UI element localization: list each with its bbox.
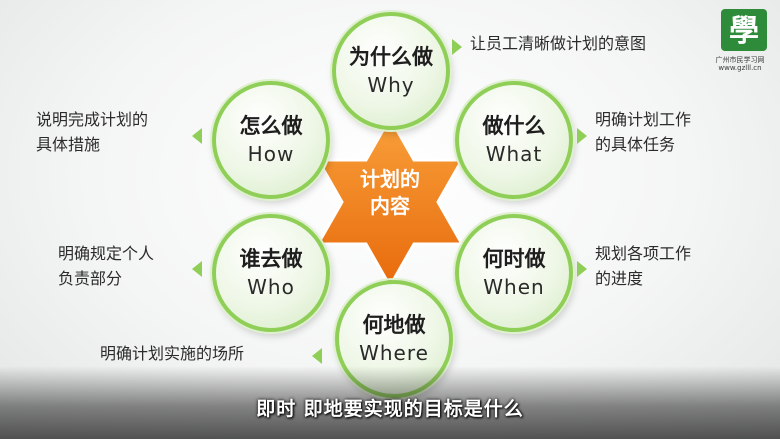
subtitle-overlay xyxy=(0,366,780,439)
logo-caption: 广州市民学习网 www.gzlll.cn xyxy=(700,56,780,73)
node-who-en: Who xyxy=(247,274,295,299)
node-who-cn: 谁去做 xyxy=(239,247,303,272)
node-what-cn: 做什么 xyxy=(482,114,546,139)
desc-line: 的进度 xyxy=(595,268,644,288)
desc-line: 明确计划实施的场所 xyxy=(100,344,245,363)
desc-line: 明确计划工作 xyxy=(595,110,692,129)
node-what-desc: 明确计划工作 的具体任务 xyxy=(595,108,691,158)
desc-line: 明确规定个人 xyxy=(58,244,155,263)
arrow-right-icon xyxy=(452,39,462,55)
center-label: 计划的 内容 xyxy=(340,166,440,220)
node-when-en: When xyxy=(483,274,545,299)
desc-line: 说明完成计划的 xyxy=(36,110,149,129)
node-when-desc: 规划各项工作 的进度 xyxy=(595,242,691,292)
node-how-en: How xyxy=(247,141,295,166)
node-what-en: What xyxy=(485,141,543,166)
arrow-left-icon xyxy=(192,128,202,144)
logo-caption-line1: 广州市民学习网 xyxy=(715,56,765,64)
logo-caption-line2: www.gzlll.cn xyxy=(718,64,762,73)
node-why: 为什么做 Why xyxy=(332,12,450,130)
logo-icon: 學 xyxy=(721,9,767,51)
center-label-line2: 内容 xyxy=(370,194,410,218)
site-logo: 學 xyxy=(718,6,770,54)
desc-line: 让员工清晰做计划的意图 xyxy=(470,34,647,53)
logo-glyph: 學 xyxy=(729,14,759,49)
arrow-right-icon xyxy=(577,261,587,277)
node-what: 做什么 What xyxy=(455,81,573,199)
node-why-cn: 为什么做 xyxy=(349,45,433,70)
center-label-line1: 计划的 xyxy=(360,167,420,191)
node-where-en: Where xyxy=(359,340,429,365)
node-where-cn: 何地做 xyxy=(362,313,426,338)
node-why-en: Why xyxy=(367,72,415,97)
arrow-left-icon xyxy=(312,348,322,364)
arrow-right-icon xyxy=(577,128,587,144)
node-how-desc: 说明完成计划的 具体措施 xyxy=(36,108,148,158)
node-when-cn: 何时做 xyxy=(482,247,546,272)
node-when: 何时做 When xyxy=(455,214,573,332)
desc-line: 规划各项工作 xyxy=(595,244,692,263)
video-subtitle: 即时 即地要实现的目标是什么 xyxy=(256,398,524,420)
desc-line: 的具体任务 xyxy=(595,134,676,154)
desc-line: 具体措施 xyxy=(36,134,101,154)
node-why-desc: 让员工清晰做计划的意图 xyxy=(470,32,646,57)
arrow-left-icon xyxy=(192,261,202,277)
desc-line: 负责部分 xyxy=(58,268,123,288)
node-who-desc: 明确规定个人 负责部分 xyxy=(58,242,154,292)
node-how-cn: 怎么做 xyxy=(239,114,303,139)
node-where-desc: 明确计划实施的场所 xyxy=(100,342,244,367)
node-how: 怎么做 How xyxy=(212,81,330,199)
node-who: 谁去做 Who xyxy=(212,214,330,332)
